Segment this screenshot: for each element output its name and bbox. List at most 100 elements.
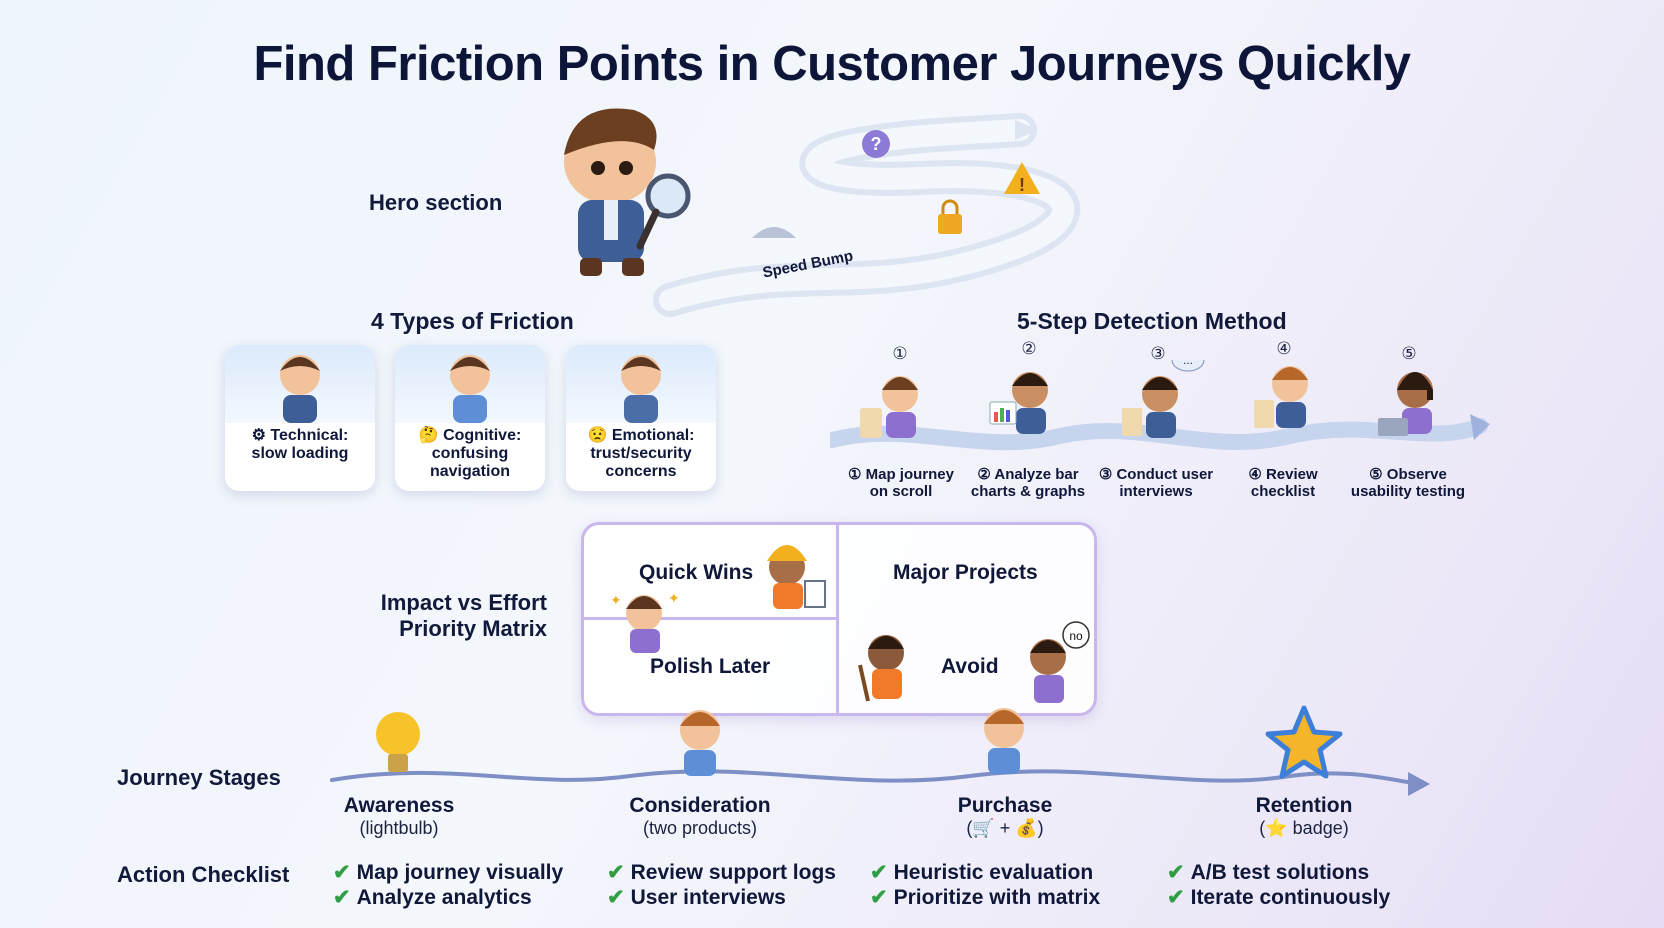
path-arrow-icon	[1470, 414, 1490, 440]
stage-sub: (⭐ badge)	[1259, 818, 1349, 838]
card-title: Cognitive:	[443, 427, 522, 444]
stage-sub: (🛒 + 💰)	[966, 818, 1044, 838]
step-caption: ② Analyze bar charts & graphs	[963, 466, 1093, 500]
step-number: ③	[1150, 344, 1166, 363]
speed-bump-icon	[752, 227, 796, 238]
check-icon: ✔	[1167, 886, 1185, 909]
check-icon: ✔	[607, 861, 625, 884]
checklist-column: ✔Review support logs ✔User interviews	[607, 860, 836, 910]
matrix-label-line: Priority Matrix	[399, 616, 547, 641]
quick-wins-label: Quick Wins	[639, 561, 754, 584]
svg-text:!: !	[1019, 175, 1025, 195]
checklist-column: ✔Heuristic evaluation ✔Prioritize with m…	[870, 860, 1100, 910]
friction-card-emotional: 😟 Emotional: trust/security concerns	[566, 345, 716, 491]
friction-card-cognitive: 🤔 Cognitive: confusing navigation	[395, 345, 545, 491]
stage-name: Consideration	[629, 794, 771, 817]
person-icon	[450, 355, 490, 423]
check-icon: ✔	[1167, 861, 1185, 884]
checklist-item: ✔Map journey visually	[333, 861, 564, 884]
polish-later-label: Polish Later	[650, 655, 771, 678]
person-icon	[621, 355, 661, 423]
check-icon: ✔	[333, 886, 351, 909]
checklist-column: ✔Map journey visually ✔Analyze analytics	[333, 860, 563, 910]
matrix-label-line: Impact vs Effort	[380, 590, 547, 615]
purchase-person-icon	[984, 708, 1024, 774]
question-icon	[862, 130, 890, 158]
check-icon: ✔	[870, 886, 888, 909]
step-number: ⑤	[1401, 344, 1417, 363]
friction-card-technical: ⚙ Technical: slow loading	[225, 345, 375, 491]
card-title: Emotional:	[611, 427, 695, 444]
step-caption-line: ③ Conduct user	[1098, 466, 1214, 483]
step-caption-line: interviews	[1119, 483, 1193, 500]
step-number: ②	[1021, 339, 1037, 358]
star-badge-icon	[1265, 705, 1343, 779]
card-line: trust/security	[590, 445, 692, 462]
stage-name: Purchase	[957, 794, 1053, 817]
step-caption-line: usability testing	[1350, 483, 1466, 500]
stage-name: Awareness	[343, 794, 455, 817]
step-caption-line: on scroll	[869, 483, 933, 500]
card-line: navigation	[429, 463, 510, 480]
stage-name: Retention	[1255, 794, 1353, 817]
card-line: concerns	[605, 463, 677, 480]
checklist-item: ✔Prioritize with matrix	[870, 886, 1101, 909]
checklist-item: ✔A/B test solutions	[1167, 861, 1370, 884]
worker-with-tools-icon	[858, 635, 904, 702]
step-caption-line: ⑤ Observe	[1369, 466, 1447, 483]
svg-text:...: ...	[1183, 360, 1193, 367]
step-caption-line: ④ Review	[1248, 466, 1318, 483]
check-icon: ✔	[333, 861, 351, 884]
stage-sub: (lightbulb)	[359, 818, 439, 838]
avoid-label: Avoid	[941, 655, 999, 678]
construction-worker-icon	[767, 545, 826, 609]
checklist-item: ✔Heuristic evaluation	[870, 861, 1094, 884]
detective-character-icon	[564, 108, 657, 276]
journey-line	[330, 705, 1430, 796]
magnifier-icon	[636, 173, 691, 250]
step-character-1-icon	[860, 376, 918, 438]
step-number: ①	[892, 344, 908, 363]
journey-arrow-icon	[1408, 772, 1430, 796]
checklist-column: ✔A/B test solutions ✔Iterate continuousl…	[1167, 860, 1390, 910]
step-caption: ① Map journey on scroll	[836, 466, 966, 500]
checklist-item: ✔Review support logs	[607, 861, 836, 884]
journey-label: Journey Stages	[117, 765, 281, 790]
refusing-person-icon: no	[1030, 621, 1090, 703]
major-projects-label: Major Projects	[893, 561, 1038, 584]
step-character-5-icon	[1378, 372, 1433, 436]
step-caption-line: ② Analyze bar	[977, 466, 1079, 483]
hero-label: Hero section	[369, 190, 503, 215]
matrix-divider-horizontal	[584, 617, 836, 620]
consideration-person-icon	[680, 710, 720, 776]
step-caption-line: checklist	[1250, 483, 1316, 500]
check-icon: ✔	[870, 861, 888, 884]
person-icon	[280, 355, 320, 423]
lightbulb-icon	[376, 712, 420, 772]
celebrating-person-icon: ✦ ✦	[610, 590, 680, 653]
thinking-face-icon: 🤔	[418, 427, 444, 444]
step-number: ④	[1276, 339, 1292, 358]
step-character-4-icon	[1254, 366, 1308, 428]
step-caption: ⑤ Observe usability testing	[1343, 466, 1473, 500]
hero-illustration: ? !	[564, 108, 1081, 317]
step-caption: ③ Conduct user interviews	[1091, 466, 1221, 500]
warning-icon: !	[1004, 162, 1040, 195]
card-line: confusing	[431, 445, 509, 462]
card-title: Technical:	[270, 427, 349, 444]
method-path: ...	[830, 360, 1490, 451]
lock-icon	[938, 199, 962, 234]
matrix-divider-vertical	[836, 525, 839, 713]
checklist-item: ✔Analyze analytics	[333, 886, 532, 909]
road-arrow-icon	[1015, 120, 1038, 140]
check-icon: ✔	[607, 886, 625, 909]
step-caption-line: charts & graphs	[970, 483, 1086, 500]
step-character-2-icon	[989, 372, 1048, 434]
stage-sub: (two products)	[642, 818, 758, 838]
step-character-3-icon: ...	[1122, 360, 1205, 438]
gear-icon: ⚙	[251, 427, 271, 444]
method-heading: 5-Step Detection Method	[1017, 308, 1287, 334]
page-title: Find Friction Points in Customer Journey…	[253, 37, 1411, 91]
svg-text:✦: ✦	[668, 590, 680, 606]
checklist-item: ✔Iterate continuously	[1167, 886, 1391, 909]
